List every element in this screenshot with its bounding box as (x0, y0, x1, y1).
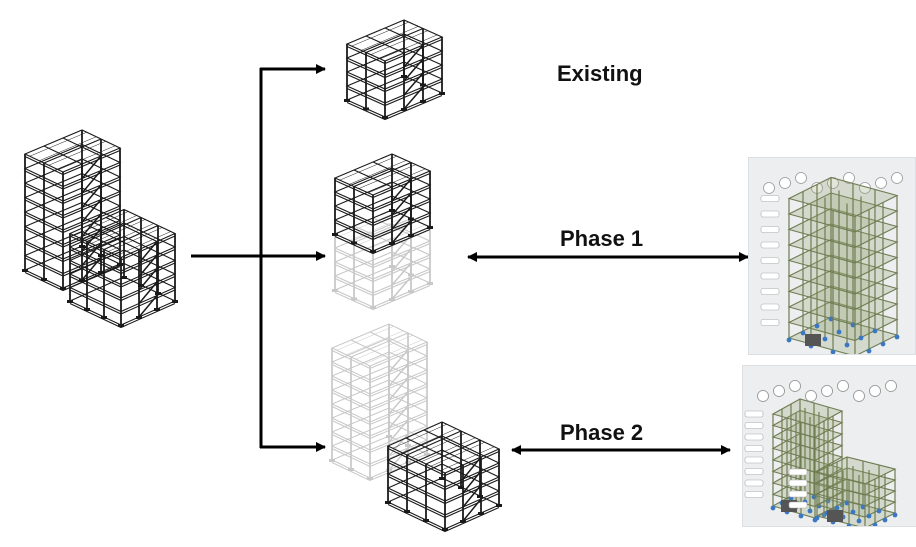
support-node (866, 348, 872, 354)
structural-model-icon (760, 172, 903, 361)
support-node (836, 329, 842, 335)
phase2-building-icon (329, 323, 502, 533)
grid-bubble (821, 385, 833, 397)
support-node (786, 337, 792, 343)
support-node (876, 508, 882, 514)
phase2-fem-tall (744, 380, 897, 523)
core-wall (827, 510, 843, 522)
support-node (800, 330, 806, 336)
support-node (866, 513, 872, 519)
story-tag (744, 422, 764, 429)
story-tag (744, 456, 764, 464)
story-tag (760, 257, 780, 264)
story-tag (744, 410, 764, 418)
story-tag (760, 241, 780, 249)
existing-label: Existing (557, 61, 643, 86)
support-node (844, 342, 850, 348)
support-node (880, 341, 886, 347)
story-tag (760, 272, 780, 280)
story-tag (744, 468, 764, 475)
grid-bubble (773, 385, 785, 397)
support-node (828, 316, 834, 322)
phase1-fem-model (760, 172, 903, 361)
support-node (858, 335, 864, 341)
support-node (850, 509, 856, 515)
support-node (814, 323, 820, 329)
structural-model-icon (744, 380, 898, 533)
building-block (385, 421, 502, 533)
phase1-building-icon (332, 153, 433, 311)
branch-connector (191, 64, 749, 455)
grid-bubble (891, 172, 903, 184)
grid-bubble (843, 172, 855, 184)
story-tag (744, 491, 764, 498)
story-tag (760, 210, 780, 218)
story-tag (788, 490, 808, 498)
phase2-label: Phase 2 (560, 420, 644, 445)
support-node (811, 494, 817, 500)
grid-bubble (853, 390, 865, 402)
support-node (894, 334, 900, 340)
building-block (344, 19, 445, 121)
grid-bubble (779, 177, 791, 189)
grid-bubble (837, 380, 849, 392)
story-tag (744, 433, 764, 441)
grid-bubble (757, 390, 769, 402)
support-node (814, 515, 820, 521)
support-node (856, 518, 862, 524)
support-node (830, 349, 836, 355)
phase2-structural-model (742, 365, 916, 533)
story-tag (744, 479, 764, 487)
story-tag (788, 479, 808, 487)
story-tag (760, 195, 780, 202)
story-tag (760, 303, 780, 311)
support-node (882, 517, 888, 523)
grid-bubble (875, 177, 887, 189)
phase1-label: Phase 1 (560, 226, 644, 251)
story-tag (760, 319, 780, 326)
building-block (22, 129, 123, 292)
phase1-structural-model (748, 157, 916, 361)
core-wall (805, 334, 821, 346)
existing-building-icon (344, 19, 445, 121)
grid-bubble (789, 380, 801, 392)
story-tag (788, 501, 808, 509)
grid-bubble (795, 172, 807, 184)
grid-bubble (763, 182, 775, 194)
support-node (807, 508, 813, 514)
support-node (892, 512, 898, 518)
support-node (860, 504, 866, 510)
story-tag (788, 468, 808, 476)
support-node (770, 505, 776, 511)
support-node (872, 328, 878, 334)
grid-bubble (805, 390, 817, 402)
support-node (844, 500, 850, 506)
grid-bubble (869, 385, 881, 397)
full-building-wireframe (22, 129, 178, 329)
building-block (332, 153, 433, 255)
story-tag (760, 226, 780, 233)
building-block (329, 323, 430, 482)
support-node (822, 336, 828, 342)
support-node (834, 505, 840, 511)
phase2-fem-low (757, 380, 898, 533)
story-tag (744, 445, 764, 452)
story-tag (760, 288, 780, 295)
support-node (798, 513, 804, 519)
building-block (67, 208, 178, 329)
grid-bubble (885, 380, 897, 392)
support-node (850, 322, 856, 328)
